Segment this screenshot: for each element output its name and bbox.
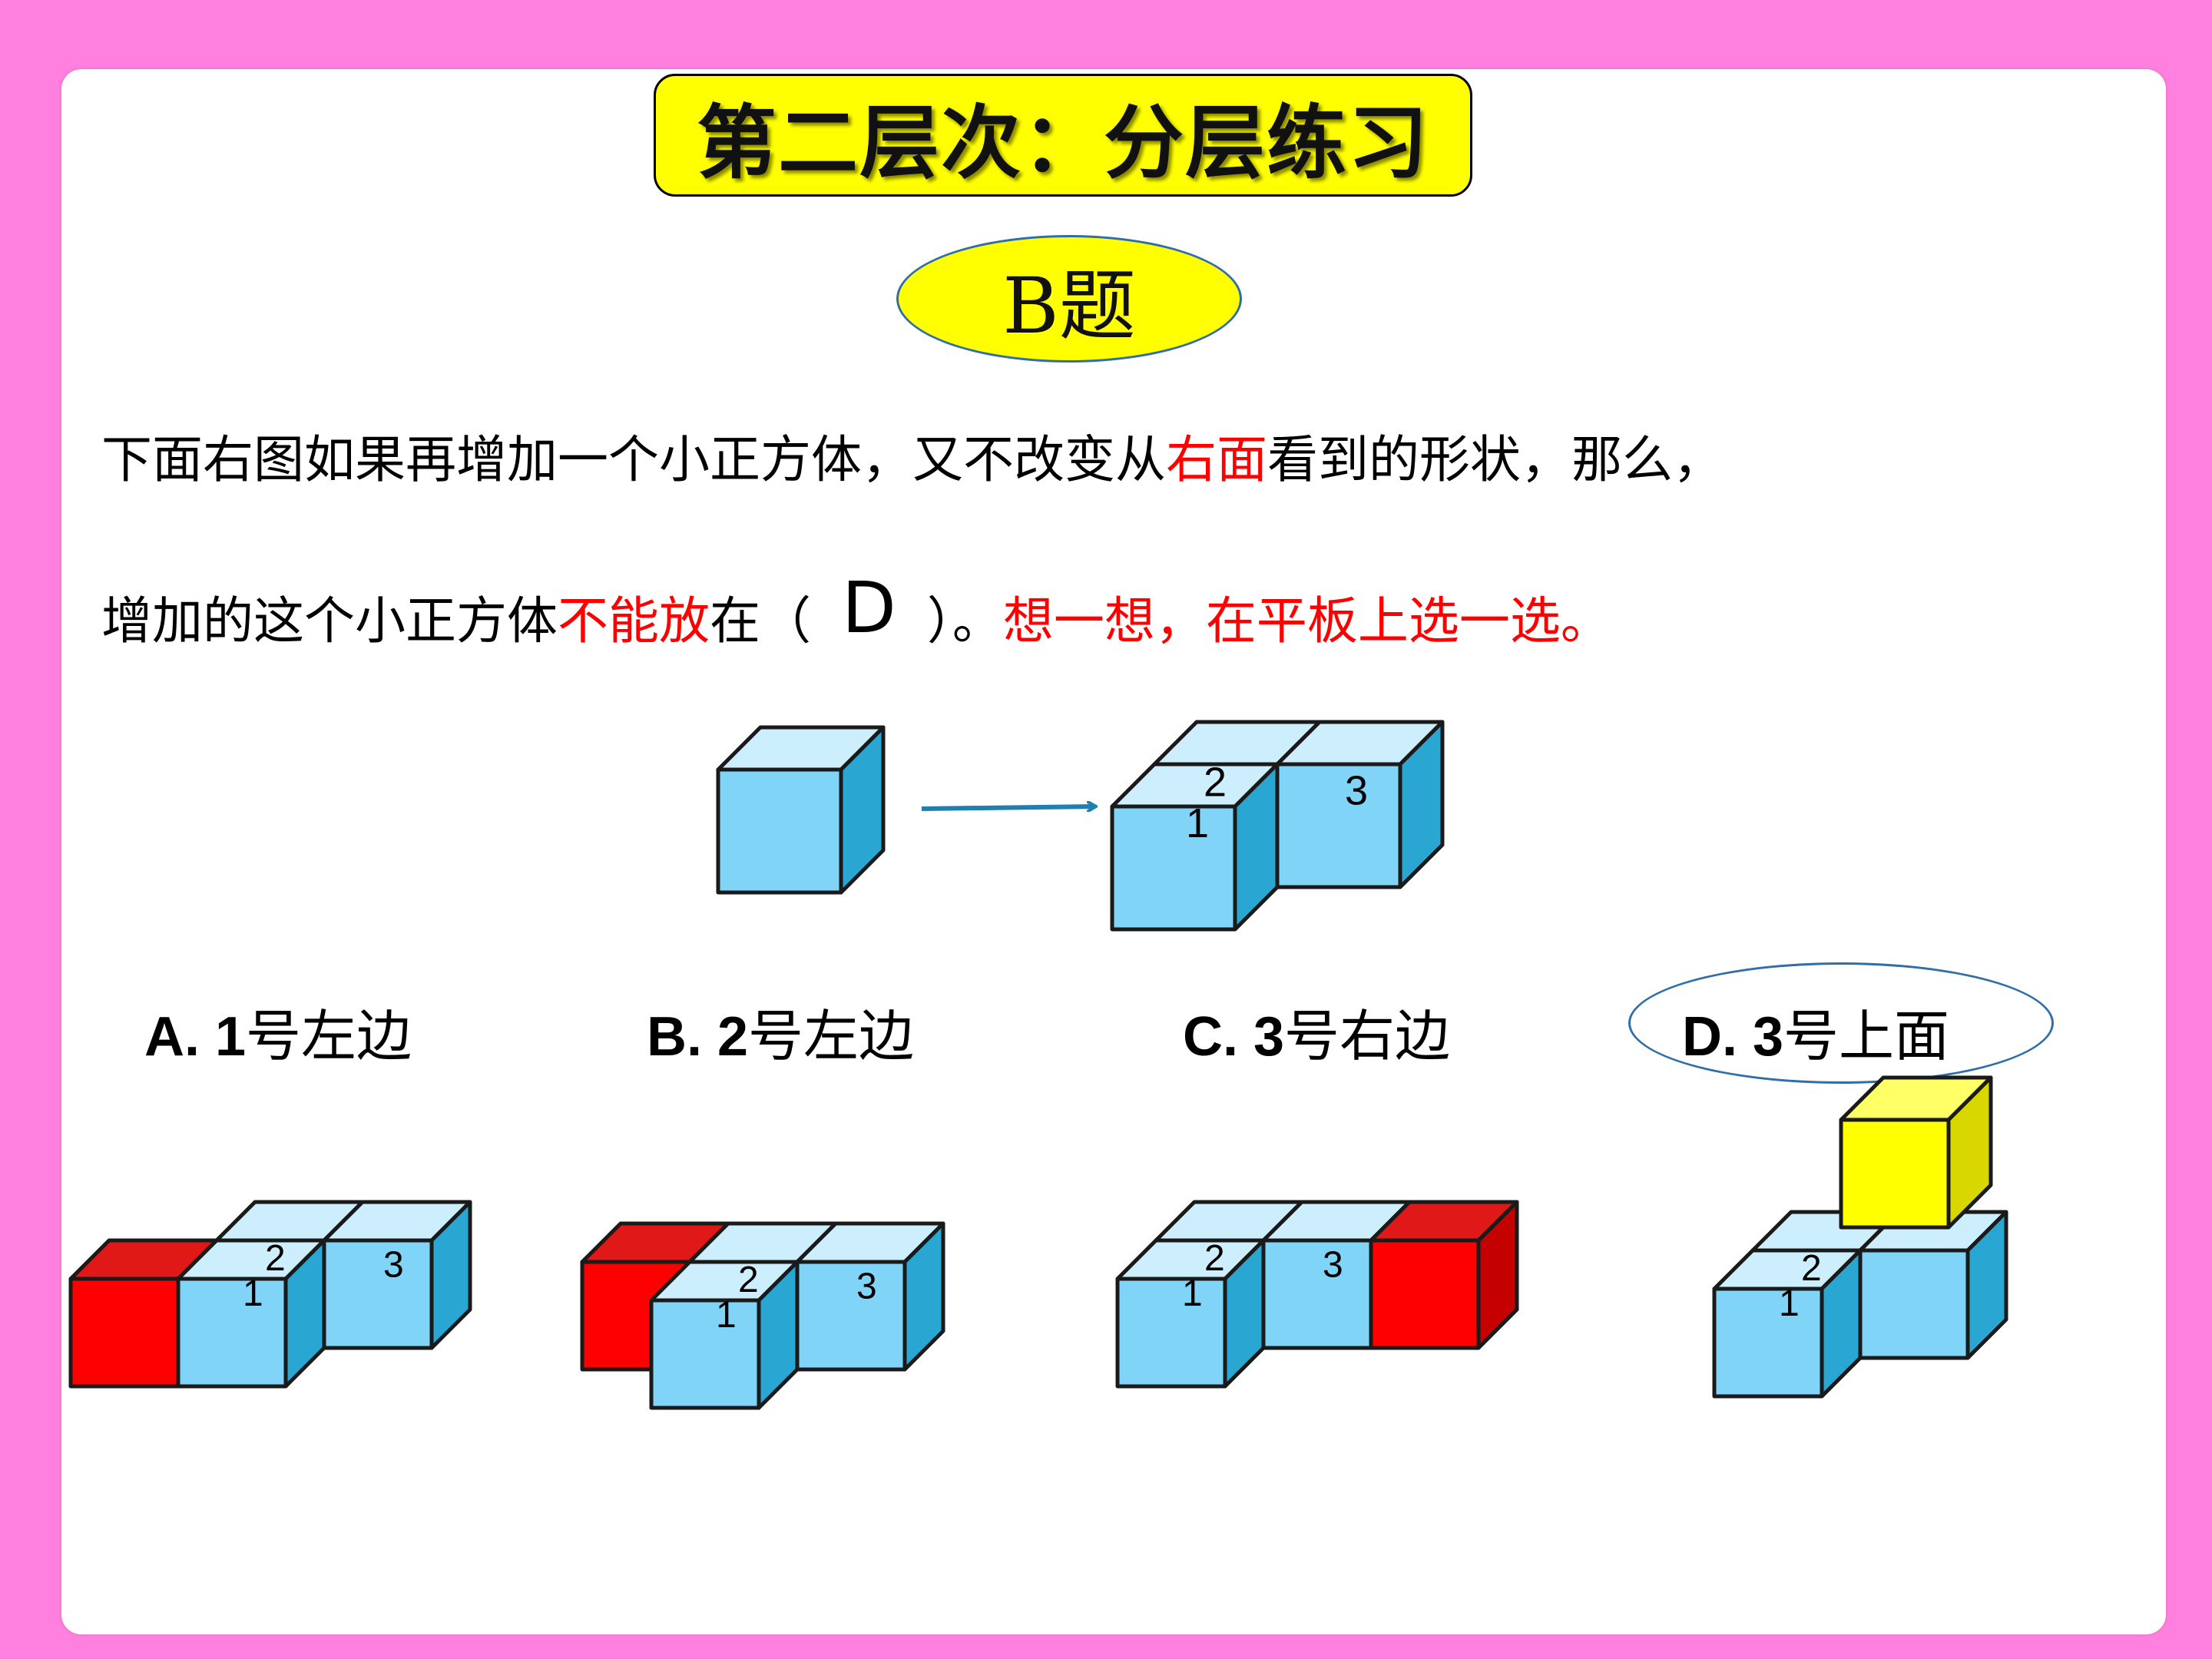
cube-front-face bbox=[1369, 1238, 1481, 1350]
cube-number-label: 1 bbox=[716, 1295, 737, 1336]
option-key: B. 2 bbox=[647, 1006, 749, 1068]
cube-front-face bbox=[1261, 1238, 1373, 1350]
answer: D bbox=[842, 567, 896, 649]
option-c-figure: 2 3 1 bbox=[1115, 1200, 1519, 1389]
option-b-figure: 2 3 1 bbox=[580, 1221, 945, 1410]
option-key: A. 1 bbox=[144, 1006, 247, 1068]
question-text: 看到的形状，那么， bbox=[1267, 430, 1724, 489]
subtitle: B题 bbox=[1002, 260, 1136, 351]
cube-number-label: 2 bbox=[265, 1238, 286, 1279]
question-highlight: 不能放 bbox=[558, 591, 710, 651]
option-text: 号右边 bbox=[1284, 1004, 1451, 1068]
single-cube-figure bbox=[716, 725, 886, 895]
cube-number-label: 3 bbox=[383, 1245, 404, 1286]
option-text: 号左边 bbox=[748, 1004, 915, 1068]
option-text: 号左边 bbox=[246, 1004, 412, 1068]
question-text: 增加的这个小正方体 bbox=[101, 591, 558, 651]
cube-number-label: 2 bbox=[1801, 1248, 1822, 1289]
cube-number-label: 3 bbox=[1323, 1245, 1343, 1286]
cube-number-label: 2 bbox=[1204, 759, 1227, 805]
option-d[interactable]: D. 3号上面 bbox=[1682, 991, 1949, 1071]
cube-number-label: 3 bbox=[1345, 767, 1368, 813]
option-d-figure: 21 bbox=[1712, 1075, 2008, 1399]
cube-front-face bbox=[68, 1277, 180, 1389]
cube-front-face bbox=[1275, 762, 1402, 889]
answer-oval bbox=[1628, 962, 2054, 1084]
cube-front-face bbox=[649, 1298, 761, 1410]
question-line-2: 增加的这个小正方体不能放在（ D ）。想一想，在平板上选一选。 bbox=[101, 567, 1611, 654]
option-c[interactable]: C. 3号右边 bbox=[1183, 991, 1450, 1071]
option-b[interactable]: B. 2号左边 bbox=[647, 991, 914, 1071]
option-text: 号上面 bbox=[1783, 1004, 1950, 1068]
cube-front-face bbox=[1115, 1277, 1227, 1389]
arrow-icon bbox=[921, 806, 1094, 809]
cube-front-face bbox=[176, 1277, 288, 1389]
cube-front-face bbox=[1858, 1248, 1970, 1360]
question-text: ）。 bbox=[926, 591, 1003, 651]
page-title: 第二层次：分层练习 bbox=[696, 94, 1429, 190]
cube-front-face bbox=[1712, 1286, 1824, 1399]
question-line-1: 下面右图如果再增加一个小正方体，又不改变从右面看到的形状，那么， bbox=[101, 419, 1724, 492]
option-a[interactable]: A. 1号左边 bbox=[144, 991, 412, 1071]
cube-number-label: 1 bbox=[1186, 800, 1209, 846]
cube-number-label: 1 bbox=[1779, 1283, 1800, 1324]
cube-front-face bbox=[1839, 1118, 1951, 1230]
question-hint: 想一想，在平板上选一选。 bbox=[1002, 591, 1611, 651]
cube-number-label: 3 bbox=[856, 1267, 877, 1307]
cube-front-face bbox=[795, 1260, 907, 1372]
cube-number-label: 1 bbox=[243, 1273, 263, 1314]
question-text: 在（ bbox=[710, 591, 811, 651]
cube-front-face bbox=[322, 1238, 434, 1350]
option-a-figure: 2 3 1 bbox=[68, 1200, 472, 1389]
question-text: 下面右图如果再增加一个小正方体，又不改变从 bbox=[101, 430, 1166, 489]
cube-number-label: 2 bbox=[1204, 1238, 1225, 1279]
cube-front-face bbox=[1110, 804, 1237, 932]
cube-front-face bbox=[716, 767, 843, 895]
cube-number-label: 1 bbox=[1182, 1273, 1203, 1314]
main-cube-figure: 2 3 1 bbox=[1110, 720, 1445, 932]
option-key: C. 3 bbox=[1183, 1006, 1285, 1068]
question-highlight: 右面 bbox=[1166, 430, 1267, 489]
subtitle-oval: B题 bbox=[896, 235, 1242, 363]
cube-number-label: 2 bbox=[738, 1260, 759, 1300]
option-key: D. 3 bbox=[1682, 1006, 1784, 1068]
title-banner: 第二层次：分层练习 bbox=[654, 74, 1472, 197]
